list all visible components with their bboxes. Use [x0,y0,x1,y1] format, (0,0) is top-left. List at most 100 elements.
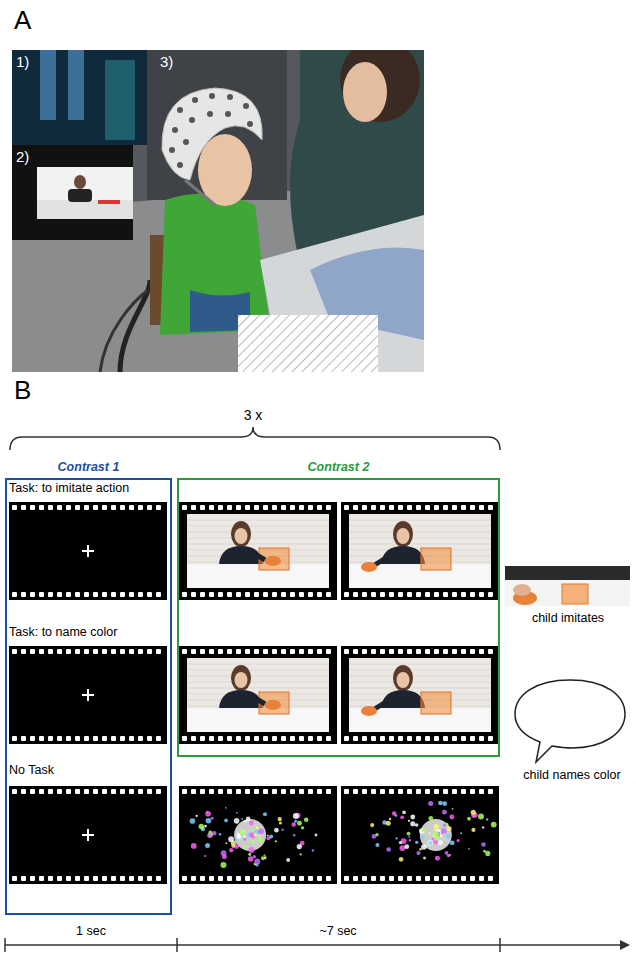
firework-spark [248,853,251,856]
film-perforation [129,505,134,510]
film-perforation [236,505,241,510]
electrode [169,147,175,153]
inset-screen [37,167,133,219]
film-perforation [272,649,277,654]
firework-spark [449,814,454,819]
film-perforation [182,736,187,741]
firework-spark [293,813,299,819]
eeg-cap [162,88,262,180]
film-frame [179,786,337,884]
film-strip [179,786,337,884]
toy [265,556,281,566]
electrode [243,103,249,109]
firework-spark [237,835,242,840]
film-perforation [479,592,484,597]
film-perforation [461,592,466,597]
brick-joint [349,670,491,671]
firework-spark [438,801,443,806]
inset-camera-1 [12,50,147,145]
film-perforation [443,592,448,597]
firework-spark [293,834,296,837]
electrode [172,127,178,133]
film-perforation [317,505,322,510]
film-perforation [84,592,89,597]
film-perforation [84,789,89,794]
film-perforation [362,649,367,654]
actor-hair [393,521,413,547]
film-perforation [93,592,98,597]
film-perforation [434,789,439,794]
film-perforation [488,789,493,794]
firework-spark [251,836,254,839]
firework-spark [241,818,243,820]
film-frame [341,786,499,884]
film-perforation [317,876,322,881]
film-perforation [245,789,250,794]
film-perforation [434,505,439,510]
film-perforation [138,876,143,881]
brick-joint [187,670,329,671]
film-perforation [443,505,448,510]
film-perforation [21,649,26,654]
film-perforation [102,876,107,881]
film-perforation [380,736,385,741]
firework-spark [246,817,251,822]
film-perforation [120,505,125,510]
film-perforation [461,876,466,881]
firework-spark [483,850,486,853]
film-perforation [317,789,322,794]
film-perforation [479,649,484,654]
film-perforation [138,789,143,794]
firework-spark [471,810,476,815]
brick-joint [349,526,491,527]
contrast-box: Contrast 2 [177,478,500,757]
film-perforation [299,876,304,881]
film-perforation [93,649,98,654]
film-perforation [227,505,232,510]
film-perforation [344,736,349,741]
firework-spark [395,837,397,839]
film-perforation [236,649,241,654]
film-perforation [470,876,475,881]
film-perforation [326,505,331,510]
film-perforation [200,505,205,510]
film-perforation [254,789,259,794]
film-perforation [272,592,277,597]
actor-hair [231,521,251,547]
firework-spark [228,836,234,842]
film-perforation [39,649,44,654]
film-perforation [317,649,322,654]
brick-wall [187,514,329,588]
time-axis [5,944,622,946]
film-perforation [416,876,421,881]
film-perforation [389,736,394,741]
film-perforation [443,736,448,741]
firework-spark [259,838,263,842]
film-perforation [111,876,116,881]
film-perforation [120,789,125,794]
film-perforation [407,736,412,741]
axis-arrowhead [620,940,630,950]
table [187,708,329,732]
film-frame [9,646,167,744]
film-perforation [371,505,376,510]
film-perforation [443,789,448,794]
firework-spark [415,841,418,844]
firework-spark [409,839,411,841]
film-perforation [191,592,196,597]
firework-spark [314,834,317,837]
film-perforation [93,736,98,741]
film-perforation [326,592,331,597]
film-perforation [353,789,358,794]
panel-letter: B [14,376,31,406]
hatched-mask [238,315,378,372]
film-perforation [147,592,152,597]
film-perforation [326,736,331,741]
firework-spark [263,854,265,856]
firework-spark [443,838,445,840]
toy [361,706,377,716]
film-perforation [263,592,268,597]
film-perforation [218,505,223,510]
film-perforation [111,592,116,597]
film-perforation [254,649,259,654]
